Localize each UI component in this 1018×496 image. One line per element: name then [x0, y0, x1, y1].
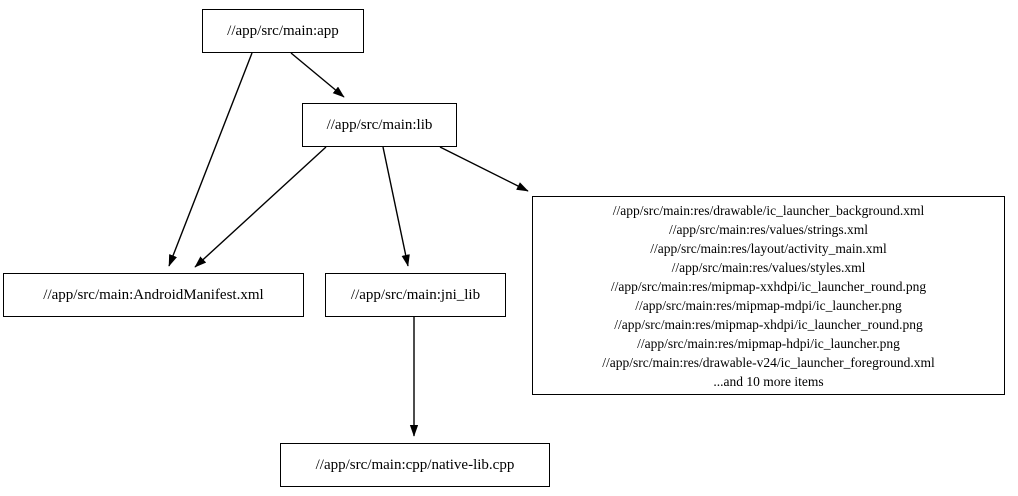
- node-androidmanifest[interactable]: //app/src/main:AndroidManifest.xml: [3, 273, 304, 317]
- edge-app-to-androidmanifest: [168, 52, 253, 267]
- resource-line: //app/src/main:res/mipmap-hdpi/ic_launch…: [637, 335, 900, 351]
- edge-lib-to-resources: [439, 146, 529, 192]
- edge-lib-to-androidmanifest: [194, 146, 327, 268]
- node-resources-group[interactable]: //app/src/main:res/drawable/ic_launcher_…: [532, 196, 1005, 395]
- resource-overflow-label: ...and 10 more items: [713, 373, 824, 389]
- edge-lib-to-jni-lib: [382, 146, 410, 267]
- resource-line: //app/src/main:res/values/strings.xml: [668, 221, 869, 237]
- node-androidmanifest-label: //app/src/main:AndroidManifest.xml: [43, 286, 264, 303]
- node-jni-lib-label: //app/src/main:jni_lib: [350, 286, 481, 303]
- node-lib[interactable]: //app/src/main:lib: [302, 103, 457, 147]
- resource-line: //app/src/main:res/layout/activity_main.…: [650, 240, 887, 256]
- node-native-lib-cpp-label: //app/src/main:cpp/native-lib.cpp: [315, 456, 515, 473]
- resource-line: //app/src/main:res/mipmap-xhdpi/ic_launc…: [614, 316, 923, 332]
- node-jni-lib[interactable]: //app/src/main:jni_lib: [325, 273, 506, 317]
- edge-app-to-lib: [290, 52, 345, 98]
- resource-line: //app/src/main:res/mipmap-mdpi/ic_launch…: [635, 297, 902, 313]
- node-native-lib-cpp[interactable]: //app/src/main:cpp/native-lib.cpp: [280, 443, 550, 487]
- node-app-label: //app/src/main:app: [227, 22, 339, 39]
- node-resources-lines: //app/src/main:res/drawable/ic_launcher_…: [539, 201, 998, 391]
- resource-line: //app/src/main:res/drawable/ic_launcher_…: [612, 202, 925, 218]
- node-app[interactable]: //app/src/main:app: [202, 9, 364, 53]
- resource-line: //app/src/main:res/values/styles.xml: [671, 259, 866, 275]
- resource-line: //app/src/main:res/drawable-v24/ic_launc…: [602, 354, 935, 370]
- node-lib-label: //app/src/main:lib: [326, 116, 433, 133]
- resource-line: //app/src/main:res/mipmap-xxhdpi/ic_laun…: [610, 278, 927, 294]
